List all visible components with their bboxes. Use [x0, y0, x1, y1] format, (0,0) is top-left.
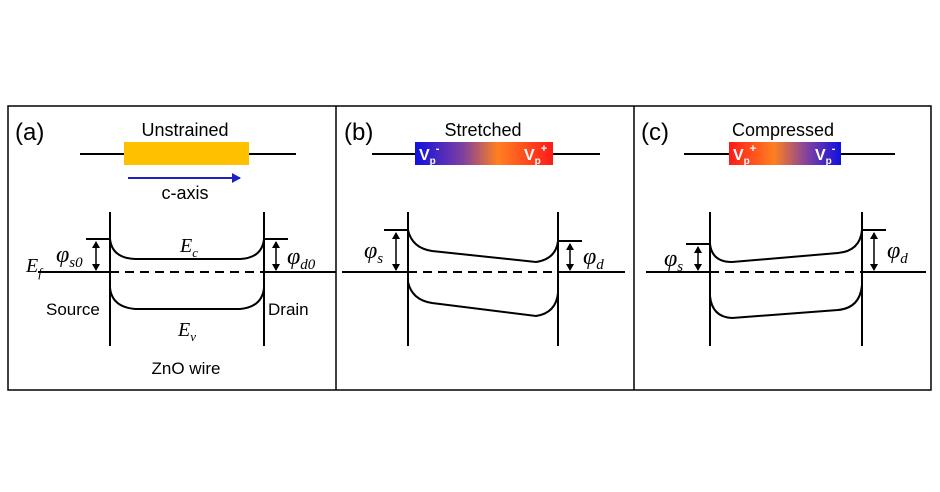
panel-b-phi-d-label: φd [583, 244, 604, 273]
panel-c-phi-s-label: φs [664, 246, 683, 275]
panel-a-state-label: Unstrained [141, 120, 228, 140]
panel-b-tag: (b) [344, 119, 373, 146]
panel-b-state-label: Stretched [444, 120, 521, 140]
panel-a: (a) Unstrained c-axis Ec Ev Ef φs0 φd0 S… [15, 119, 336, 378]
panel-c-right-polarity: Vp- [815, 143, 836, 167]
panel-c-conduction-band [709, 229, 863, 264]
panel-c: (c) Compressed Vp+ Vp- φs φd [641, 119, 926, 346]
panel-a-wire-label: ZnO wire [152, 359, 221, 378]
panel-b: (b) Stretched Vp- Vp+ φs φd [342, 119, 625, 346]
panel-a-drain-label: Drain [268, 300, 309, 319]
panel-a-tag: (a) [15, 119, 44, 146]
panel-c-left-polarity: Vp+ [733, 143, 756, 167]
panel-c-compressed-rod [729, 142, 841, 165]
panel-a-c-axis-label: c-axis [161, 183, 208, 203]
panel-c-valence-band [709, 284, 863, 320]
panel-c-tag: (c) [641, 119, 669, 146]
panel-b-stretched-rod [415, 142, 553, 165]
panel-a-phi-d0-label: φd0 [287, 244, 316, 273]
panel-a-phi-s0-label: φs0 [56, 242, 83, 271]
panel-a-zno-rod [124, 142, 249, 165]
panel-a-valence-band [109, 287, 265, 310]
panel-a-conduction-band [109, 238, 265, 260]
panel-c-state-label: Compressed [732, 120, 834, 140]
panel-a-valence-label: Ev [177, 319, 196, 344]
panel-b-conduction-band [407, 229, 559, 264]
figure-frame [7, 105, 932, 391]
panel-b-left-polarity: Vp- [419, 143, 440, 167]
panel-b-valence-band [407, 281, 559, 318]
panel-a-fermi-label: Ef [25, 255, 44, 280]
panel-b-phi-s-label: φs [364, 238, 383, 267]
panel-b-right-polarity: Vp+ [524, 143, 547, 167]
panel-a-source-label: Source [46, 300, 100, 319]
panel-c-phi-d-label: φd [887, 238, 908, 267]
panel-a-conduction-label: Ec [179, 235, 198, 260]
